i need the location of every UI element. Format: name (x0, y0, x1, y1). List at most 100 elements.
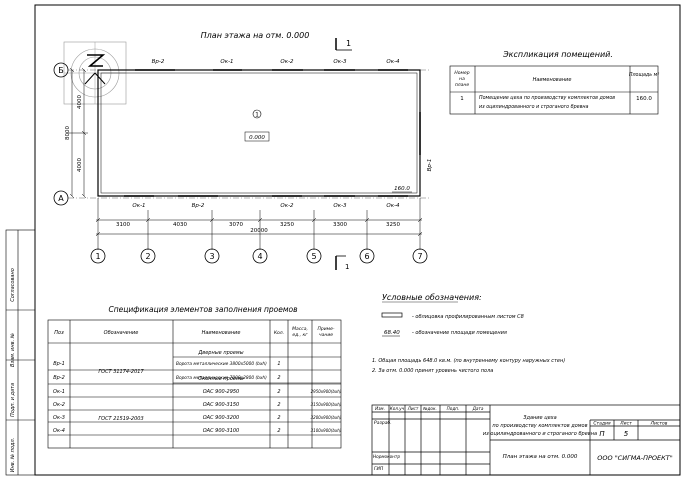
opening-label: Вр-2 (152, 59, 165, 65)
spec-name: ОАС 900-3100 (203, 428, 240, 434)
side-stamp-label: Согласовано (10, 268, 16, 302)
side-stamp-label: Подп. и дата (10, 383, 16, 417)
explication-cell-name: Помещение цеха по производству комплекто… (479, 95, 615, 101)
tb-sheet-label: Лист (619, 421, 632, 427)
opening-label: Ок-2 (280, 203, 294, 209)
spec-name: ОАС 900-3200 (203, 415, 240, 421)
axis-number: 1 (95, 252, 100, 261)
level-mark: 0.000 (249, 135, 265, 141)
spec-group-title: Дверные проемы (197, 350, 243, 356)
explication-cell-area: 160.0 (636, 96, 652, 102)
tb-sheet-title: План этажа на отм. 0.000 (503, 454, 578, 460)
tb-stage: П (599, 430, 605, 438)
axis-label-a: А (58, 194, 64, 203)
spec-note: 2950х900(bхh) (311, 389, 342, 394)
spec-pos: Вр-1 (53, 361, 65, 367)
spec-pos: Ок-4 (53, 428, 65, 434)
axis-number: 2 (145, 252, 150, 261)
left-dim: 4000 (77, 158, 83, 172)
room-number: 1 (255, 112, 259, 119)
spec-pos: Ок-1 (53, 389, 65, 395)
opening-label: Ок-2 (280, 59, 294, 65)
axis-number: 5 (311, 252, 316, 261)
opening-label: Ок-1 (132, 203, 145, 209)
side-stamp-label: Инв. № подл. (10, 438, 16, 473)
spec-pos: Ок-2 (53, 402, 65, 408)
total-dim: 20000 (250, 228, 268, 234)
legend-item: - обозначение площади помещения (412, 330, 507, 336)
spec-name: Ворота металлические 7000х2800 (bхh) (176, 375, 267, 381)
spec-qty: 2 (277, 389, 280, 395)
tb-project: Здание цеха (523, 415, 556, 421)
tb-sheets-label: Листов (650, 421, 668, 427)
bottom-dim: 3250 (386, 222, 400, 228)
cladding-symbol (381, 312, 403, 318)
spec-qty: 2 (277, 428, 280, 434)
tb-role: Нормоконтр (373, 454, 400, 459)
tb-header: Кол.уч (390, 406, 405, 411)
tb-sheet: 5 (624, 430, 629, 438)
side-stamp-label: Взам. инв. № (10, 333, 16, 367)
explication-header-area: Площадь м² (629, 72, 659, 78)
spec-title: Спецификация элементов заполнения проемо… (108, 305, 297, 314)
spec-header: Поз (54, 330, 64, 336)
opening-label: Вр-2 (192, 203, 205, 209)
bottom-dim: 3250 (280, 222, 294, 228)
tb-company: ООО "СИГМА-ПРОЕКТ" (597, 454, 672, 462)
floor-plan: План этажа на отм. 0.000 1 Б А (53, 31, 433, 271)
spec-header: Кол. (274, 330, 284, 336)
axis-number: 7 (417, 252, 422, 261)
spec-note: 3150х900(bхh) (311, 402, 342, 407)
bottom-dim: 3100 (116, 222, 130, 228)
tb-stage-label: Стадия (593, 421, 611, 427)
title-block: Изм. Кол.уч Лист №док. Подп. Дата Разраб… (371, 404, 681, 476)
bottom-dim: 3070 (229, 222, 243, 228)
building-walls (97, 69, 421, 197)
opening-label: Ок-4 (386, 203, 400, 209)
spec-header: Наименование (202, 330, 241, 336)
explication-title: Экспликация помещений. (502, 50, 613, 59)
bottom-dim: 4030 (173, 222, 187, 228)
side-stamp: Согласовано Взам. инв. № Подп. и дата Ин… (5, 229, 36, 476)
legend-title: Условные обозначения: (382, 293, 482, 302)
spec-pos: Вр-2 (53, 375, 65, 381)
section-mark: 1 (345, 263, 349, 271)
spec-name: Ворота металлические 3800х5000 (bхh) (176, 361, 267, 367)
opening-label: Ок-4 (386, 59, 400, 65)
note-line: 2. За отм. 0.000 принят уровень чистого … (372, 368, 493, 374)
tb-project: по производству комплектов домов (492, 423, 587, 429)
axis-number: 6 (364, 252, 369, 261)
spec-header-mass: Масса,ед., кг (292, 326, 308, 338)
tb-role: ГИП (374, 466, 384, 472)
note-line: 1. Общая площадь 648.0 кв.м. (по внутрен… (372, 358, 565, 364)
spec-header-note: Приме-чание (318, 326, 335, 338)
spec-name: ОАС 900-2950 (203, 389, 240, 395)
spec-note: 3200х900(bхh) (311, 415, 342, 420)
spec-name: ОАС 900-3150 (203, 402, 240, 408)
explication-cell-num: 1 (460, 96, 464, 102)
tb-header: Дата (472, 406, 484, 411)
tb-header: Изм. (375, 406, 385, 411)
spec-qty: 1 (277, 361, 280, 367)
axis-number: 3 (209, 252, 214, 261)
spec-pos: Ок-3 (53, 415, 65, 421)
section-mark: 1 (346, 39, 351, 48)
opening-label: Ок-3 (333, 59, 347, 65)
explication-cell-name: из оцилиндрованного и строганого бревна (479, 104, 589, 110)
axis-number: 4 (257, 252, 262, 261)
spec-note: 3100х900(bхh) (311, 428, 342, 433)
opening-label: Ок-1 (220, 59, 233, 65)
sheet-frame (34, 4, 681, 476)
axis-label-b: Б (58, 66, 64, 75)
explication-header-name: Наименование (533, 77, 572, 83)
legend-item: - облицовка профилированным листом С8 (412, 314, 524, 320)
tb-role: Разраб. (374, 420, 392, 426)
tb-header: Лист (407, 406, 419, 411)
spec-group-title: Оконные проемы (198, 376, 244, 382)
area-mark: 160.0 (394, 186, 410, 192)
tb-header: №док. (422, 406, 437, 411)
spec-designation: ГОСТ 21519-2003 (98, 416, 143, 422)
